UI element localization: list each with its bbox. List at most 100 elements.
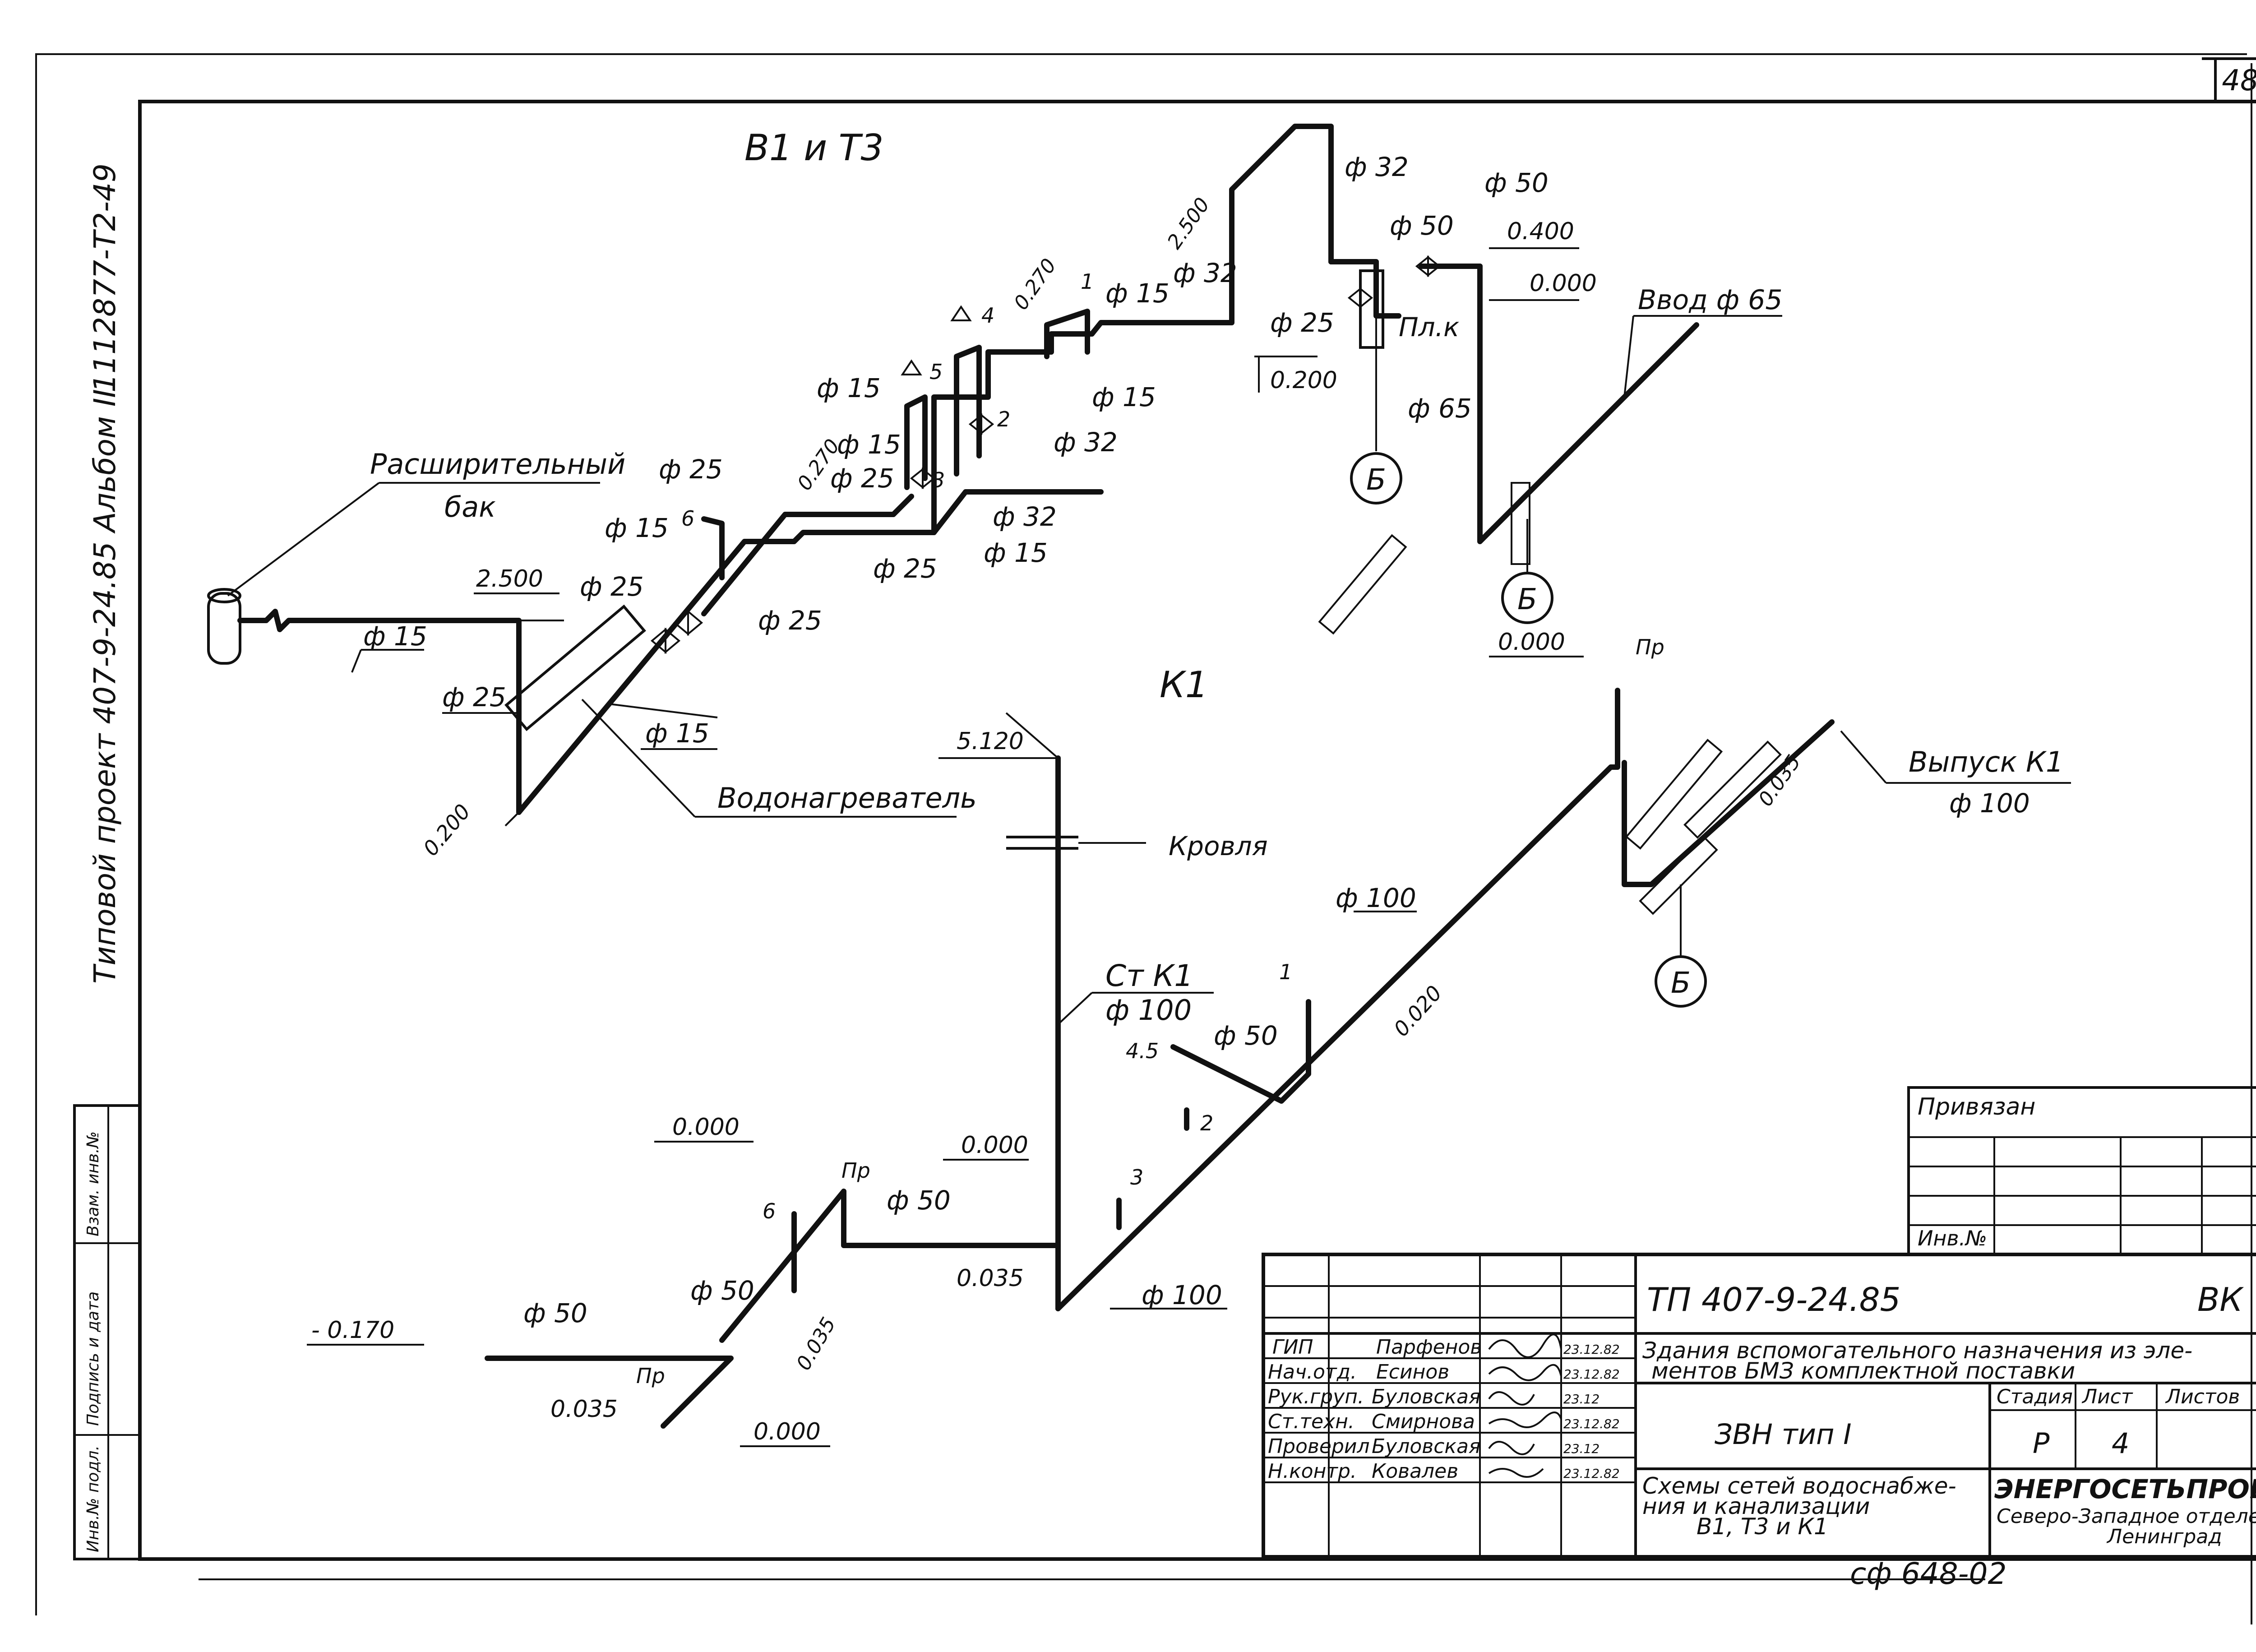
svg-text:Пр: Пр <box>841 1158 870 1183</box>
pipe-heater-main <box>516 489 1104 815</box>
svg-text:ф 25: ф 25 <box>580 571 644 602</box>
svg-text:ф 15: ф 15 <box>645 718 709 749</box>
svg-text:0.020: 0.020 <box>1389 981 1447 1041</box>
sewage-diagram: К1 5.120 Кровля Ст К1 ф 100 Б Выпуск К1 <box>307 629 2071 1447</box>
svg-text:2: 2 <box>997 407 1010 431</box>
outlet-dia: ф 100 <box>1949 788 2030 819</box>
stamp-original-inv: Инв.№ подл. <box>84 1445 102 1552</box>
svg-text:23.12: 23.12 <box>1563 1392 1600 1407</box>
svg-text:ф 25: ф 25 <box>442 682 506 713</box>
svg-text:- 0.170: - 0.170 <box>311 1317 394 1344</box>
pipe-inlet-65 <box>1491 322 1699 531</box>
valves <box>650 255 1441 654</box>
stamp-signature-date: Подпись и дата <box>84 1291 102 1426</box>
svg-text:ф 15: ф 15 <box>984 537 1048 568</box>
side-code: 1112877-Т2-49 <box>88 163 122 393</box>
svg-text:23.12.82: 23.12.82 <box>1563 1367 1620 1382</box>
svg-text:ф 32: ф 32 <box>1054 427 1118 458</box>
svg-text:бак: бак <box>444 491 496 523</box>
pipe-branch-upper <box>701 494 914 616</box>
svg-text:ф 32: ф 32 <box>993 501 1057 532</box>
svg-text:ф 65: ф 65 <box>1408 393 1472 424</box>
svg-text:0.035: 0.035 <box>550 1396 618 1423</box>
svg-text:0.000: 0.000 <box>961 1132 1028 1159</box>
svg-text:Листов: Листов <box>2165 1385 2240 1408</box>
svg-text:ф 50: ф 50 <box>887 1185 951 1216</box>
fixture-riser-6 <box>701 516 725 580</box>
sewer-outlet <box>1622 719 1835 887</box>
svg-text:5: 5 <box>929 360 943 384</box>
svg-text:ф 50: ф 50 <box>1484 167 1549 198</box>
svg-text:0.400: 0.400 <box>1507 218 1574 245</box>
sewer-branch-50 <box>719 1189 1061 1343</box>
svg-text:Лист: Лист <box>2081 1385 2133 1408</box>
svg-text:Смирнова: Смирнова <box>1372 1410 1475 1433</box>
svg-text:3: 3 <box>932 468 945 492</box>
svg-text:1: 1 <box>1081 269 1094 294</box>
staff-rows: ГИП Парфенов 23.12.82 Нач.отд. Есинов 23… <box>1268 1336 1620 1483</box>
svg-text:Ст.техн.: Ст.техн. <box>1268 1410 1355 1433</box>
signatures <box>1488 1333 1562 1478</box>
water-heater <box>504 604 646 731</box>
water-dimension-labels: ф 15 ф 25 0.200 2.500 ф 15 ф 25 ф 15 ф 2… <box>351 152 1597 861</box>
svg-text:23.12: 23.12 <box>1563 1441 1600 1456</box>
svg-text:Проверил: Проверил <box>1268 1435 1370 1458</box>
svg-text:0.000: 0.000 <box>1530 270 1597 297</box>
sewer-branch-fx <box>1170 999 1311 1104</box>
svg-text:0.200: 0.200 <box>1270 367 1337 394</box>
sewer-main <box>1055 688 1620 1311</box>
water-heater-label: Водонагреватель <box>717 782 977 814</box>
object-name: ЗВН тип I <box>1715 1418 1852 1451</box>
svg-text:Б: Б <box>1366 463 1386 497</box>
svg-text:ф 25: ф 25 <box>830 463 894 494</box>
svg-text:Стадия: Стадия <box>1997 1385 2073 1408</box>
svg-text:ния и канализации: ния и канализации <box>1642 1493 1870 1519</box>
section-b-circle-1 <box>1350 452 1402 504</box>
expansion-tank-label: Расширительный <box>370 448 625 481</box>
svg-text:Буловская: Буловская <box>1372 1385 1480 1408</box>
svg-text:Ковалев: Ковалев <box>1372 1460 1458 1483</box>
svg-text:ф 50: ф 50 <box>1214 1020 1278 1051</box>
left-stamp: Взам. инв.№ Подпись и дата Инв.№ подл. <box>73 1104 141 1560</box>
svg-text:ф 25: ф 25 <box>659 454 723 485</box>
svg-text:Рук.груп.: Рук.груп. <box>1268 1385 1364 1408</box>
svg-text:0.035: 0.035 <box>792 1314 840 1374</box>
svg-text:Привязан: Привязан <box>1918 1093 2035 1120</box>
svg-text:2.500: 2.500 <box>476 565 543 592</box>
title-block: ТП 407-9-24.85 ВК Здания вспомогательног… <box>1262 1253 2256 1559</box>
svg-text:Пр: Пр <box>1636 635 1664 659</box>
sheet-frame <box>35 53 2256 1624</box>
svg-text:ф 15: ф 15 <box>837 429 901 460</box>
svg-text:ГИП: ГИП <box>1272 1336 1313 1359</box>
svg-text:0.035: 0.035 <box>957 1265 1024 1292</box>
svg-text:ф 15: ф 15 <box>605 513 669 543</box>
svg-text:Инв.№: Инв.№ <box>1918 1226 1987 1250</box>
svg-text:0.000: 0.000 <box>1498 629 1565 656</box>
fixture-riser-4 <box>954 345 982 477</box>
svg-text:ф 50: ф 50 <box>523 1298 587 1328</box>
building-name: Здания вспомогательного назначения из эл… <box>1642 1337 2192 1364</box>
plk-device <box>1359 269 1384 349</box>
sewer-dimension-labels: ф 100 ф 100 ф 50 ф 50 ф 50 ф 50 0.000 0.… <box>307 629 1805 1447</box>
svg-text:Б: Б <box>1671 967 1691 1000</box>
svg-text:0.000: 0.000 <box>672 1114 740 1141</box>
svg-text:ф 25: ф 25 <box>758 605 822 636</box>
water-supply-diagram: В1 и Т3 Расширительный бак Водонагревате… <box>207 124 1783 861</box>
svg-text:ф 25: ф 25 <box>873 553 937 584</box>
svg-text:5.120: 5.120 <box>957 728 1024 755</box>
svg-text:ф 100: ф 100 <box>1142 1280 1222 1310</box>
svg-text:Н.контр.: Н.контр. <box>1268 1460 1357 1483</box>
org-name: ЭНЕРГОСЕТЬПРОЕКТ <box>1994 1474 2256 1504</box>
svg-text:ф 15: ф 15 <box>363 621 427 652</box>
org-branch: Северо-Западное отделение <box>1997 1505 2256 1528</box>
svg-text:2: 2 <box>1200 1111 1213 1135</box>
svg-text:23.12.82: 23.12.82 <box>1563 1416 1620 1431</box>
scan-code: сф 648-02 <box>1850 1556 2006 1591</box>
svg-text:ф 15: ф 15 <box>1092 382 1156 412</box>
svg-text:Пр: Пр <box>636 1364 665 1388</box>
privyazan-block: Привязан Инв.№ <box>1907 1086 2256 1256</box>
stage-value: Р <box>2033 1427 2050 1460</box>
svg-text:Есинов: Есинов <box>1376 1360 1449 1384</box>
svg-text:Парфенов: Парфенов <box>1376 1336 1482 1359</box>
